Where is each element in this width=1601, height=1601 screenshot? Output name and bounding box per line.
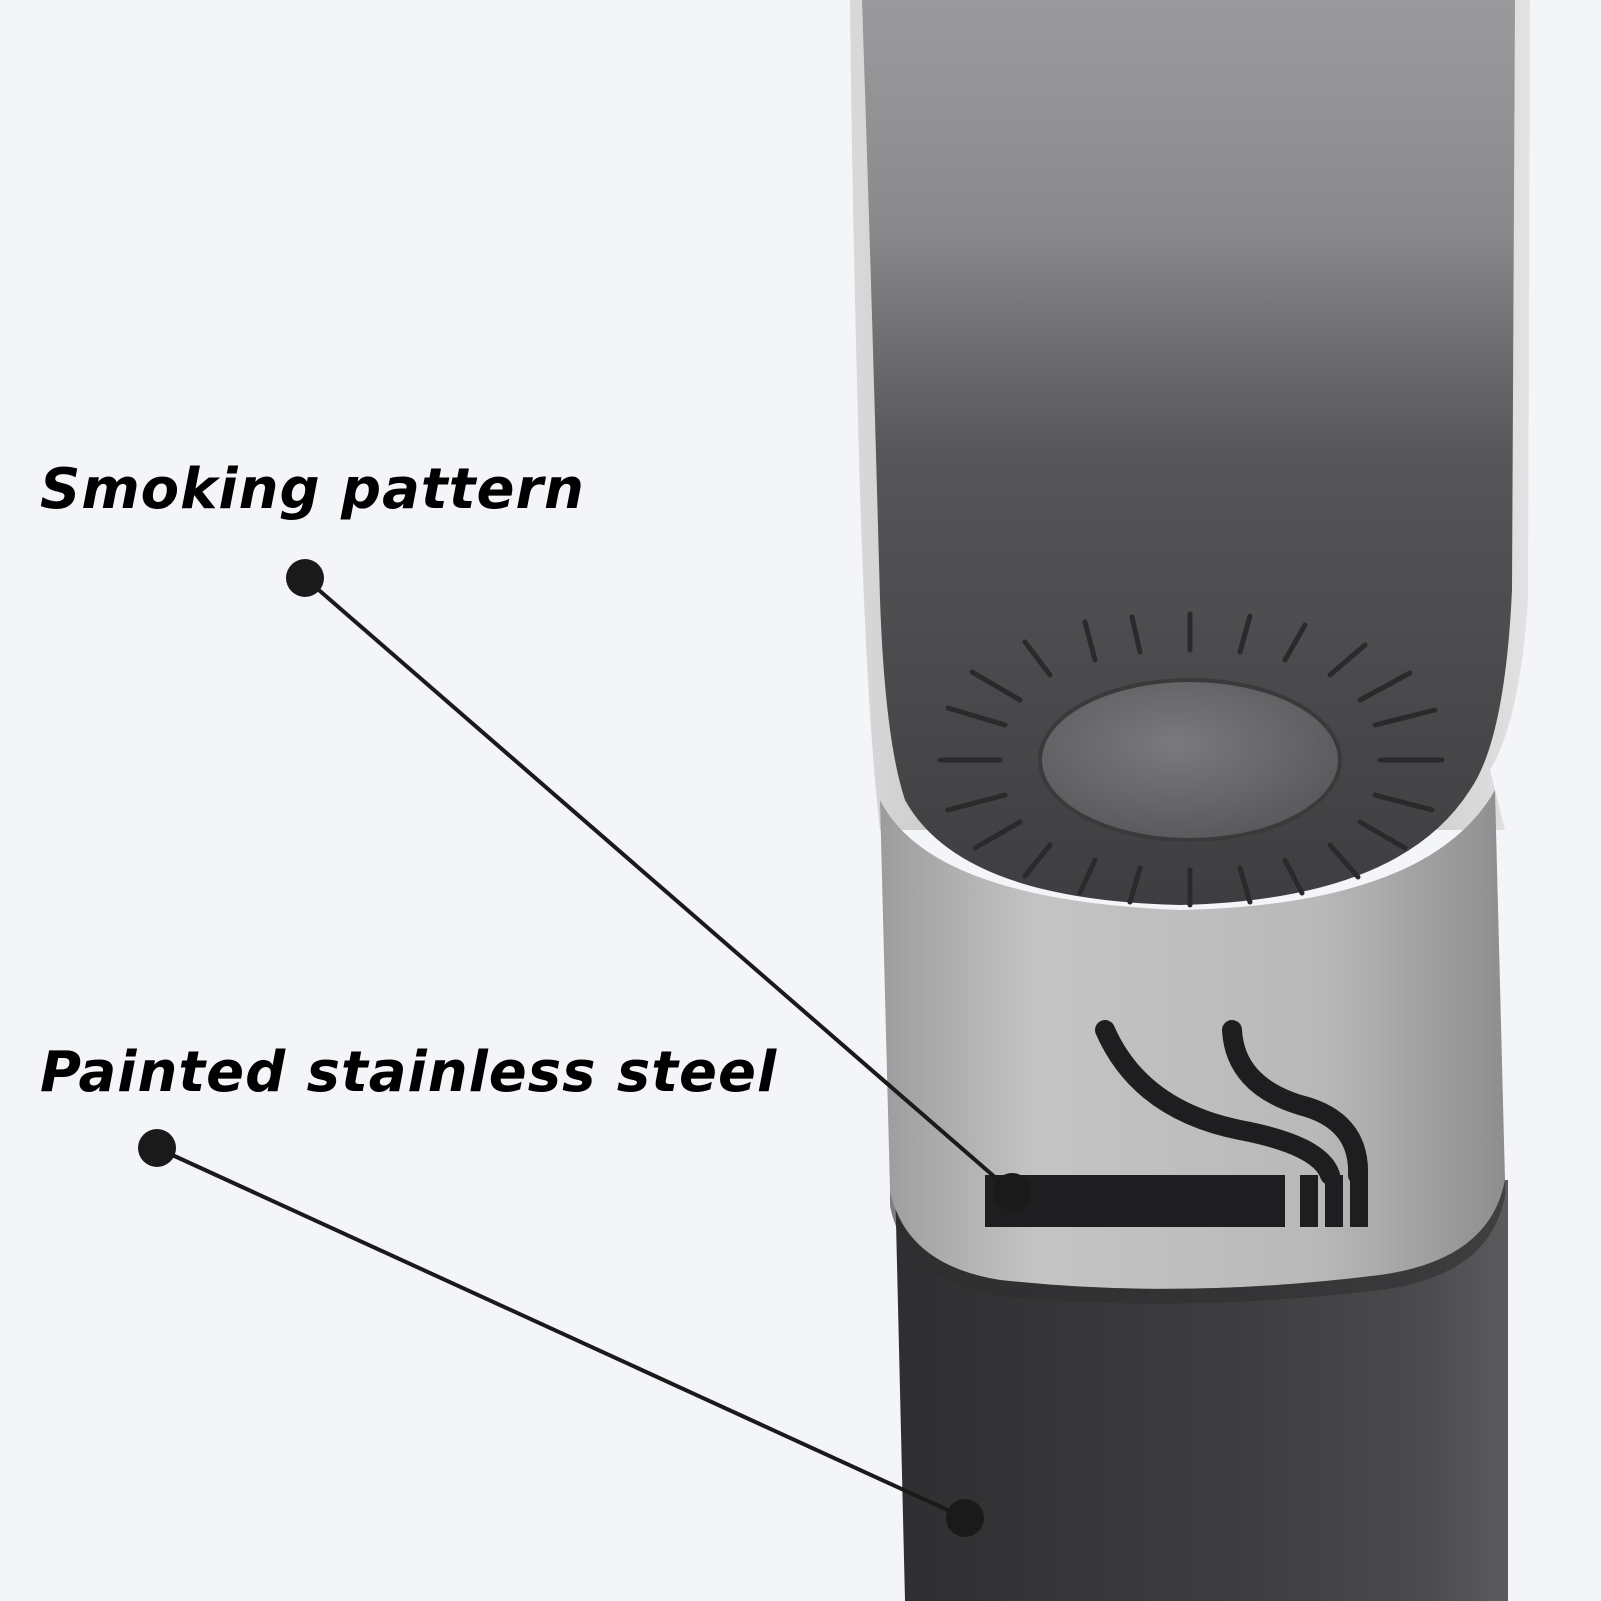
smoking-symbol-icon: [985, 1020, 1369, 1227]
leader-line-smoking-pattern: [303, 576, 1014, 1194]
callout-dot-smoking-end: [993, 1173, 1031, 1211]
callout-label-painted-stainless-steel: Painted stainless steel: [40, 1040, 778, 1105]
ashtray-bowl: [862, 0, 1515, 905]
callout-dot-smoking-start: [286, 559, 324, 597]
leader-line-painted-steel: [156, 1146, 966, 1520]
radial-drain-pattern: [937, 611, 1445, 908]
callout-dot-steel-end: [946, 1499, 984, 1537]
drain-hole: [1038, 678, 1342, 842]
callout-dot-steel-start: [138, 1129, 176, 1167]
leader-lines: [156, 576, 1014, 1520]
callout-label-smoking-pattern: Smoking pattern: [40, 457, 585, 522]
